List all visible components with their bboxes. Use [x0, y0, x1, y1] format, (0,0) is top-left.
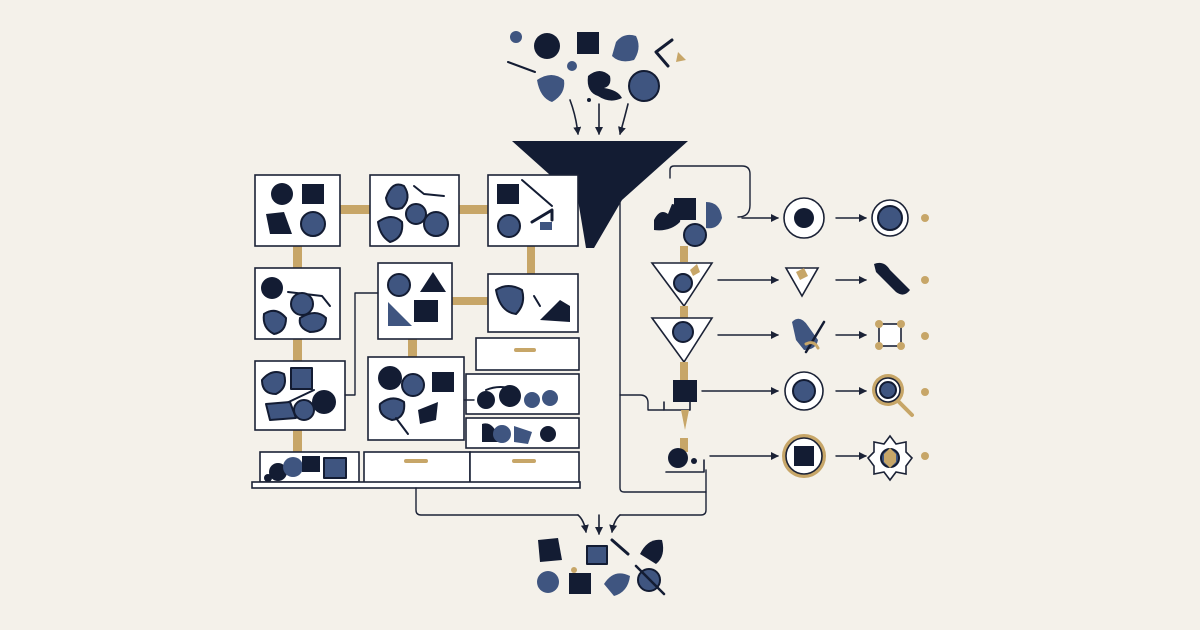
result-2a	[784, 267, 820, 298]
input-chevron	[654, 38, 674, 68]
result-5b	[866, 434, 914, 482]
input-blob	[612, 34, 639, 62]
input-arrows	[569, 99, 629, 135]
status-dots	[921, 214, 929, 460]
input-dot-mid	[567, 61, 577, 71]
stage-5-sorter	[665, 438, 705, 473]
stage-arrows	[701, 214, 779, 460]
pipeline-frame	[619, 201, 707, 493]
output-circle-left	[537, 571, 559, 593]
status-dot-1	[921, 214, 929, 222]
input-arrow-left	[569, 99, 582, 135]
output-shapes-cluster	[537, 538, 666, 596]
status-dot-2	[921, 276, 929, 284]
pipeline-branch-top	[669, 165, 751, 218]
panel-5	[377, 262, 453, 340]
results-column-2	[866, 199, 914, 482]
stage-1-sorter	[654, 198, 722, 262]
result-4a	[784, 371, 824, 411]
status-dot-3	[921, 332, 929, 340]
input-circle-right	[628, 70, 660, 102]
result-3b	[875, 320, 905, 350]
input-blob-left	[537, 75, 565, 102]
results-column-1	[782, 197, 826, 478]
panel-2	[369, 174, 460, 247]
output-arrow-left	[577, 514, 589, 533]
panel-1	[254, 174, 341, 247]
grid-connectors	[293, 205, 535, 453]
processing-pipeline	[619, 165, 779, 493]
connector-v-3	[293, 429, 302, 453]
result-5a	[782, 434, 826, 478]
output-arrow-right	[609, 514, 621, 533]
connector-h-2	[458, 205, 490, 214]
connector-v-5	[527, 245, 535, 275]
status-dot-4	[921, 388, 929, 396]
merge-line-right	[619, 469, 707, 516]
panel-6	[487, 273, 579, 333]
input-shapes-cluster	[507, 31, 686, 102]
panel-7	[254, 360, 346, 431]
result-arrows	[835, 214, 867, 460]
funnel	[512, 141, 688, 248]
output-gold-dot	[571, 567, 577, 573]
result-4b	[872, 374, 914, 417]
panel-4	[254, 267, 341, 340]
panel-grid	[251, 174, 581, 489]
result-1b	[871, 199, 909, 237]
input-dot-small	[510, 31, 522, 43]
panel-8	[367, 356, 465, 441]
result-2b	[874, 262, 910, 295]
panel-3	[487, 174, 579, 247]
input-gold-triangle	[676, 52, 686, 62]
input-square	[577, 32, 599, 54]
input-dot-tiny	[587, 98, 591, 102]
stage-4-sorter	[619, 380, 697, 430]
output-cross	[634, 564, 666, 596]
stage-2-filter	[650, 262, 714, 320]
connector-h-3	[451, 297, 491, 305]
merge-line-left	[415, 487, 579, 516]
input-slash	[507, 61, 536, 73]
input-arrow-right	[618, 103, 629, 135]
connector-h-1	[339, 205, 371, 214]
output-arrows	[577, 514, 621, 535]
output-slash	[610, 538, 630, 556]
output-leaf	[604, 573, 630, 596]
connector-v-2	[293, 338, 302, 362]
input-blob-dark	[587, 71, 622, 101]
output-drop	[640, 539, 664, 564]
output-square-dark	[569, 573, 591, 594]
output-square	[586, 545, 608, 565]
connector-v-1	[293, 245, 302, 269]
grid-route-1	[344, 292, 379, 396]
connector-v-4	[408, 338, 417, 358]
result-1a	[783, 197, 825, 239]
result-3a	[792, 318, 826, 354]
stage-3-filter	[650, 317, 714, 380]
status-dot-5	[921, 452, 929, 460]
output-blob	[538, 538, 562, 562]
input-circle-dark	[534, 33, 560, 59]
